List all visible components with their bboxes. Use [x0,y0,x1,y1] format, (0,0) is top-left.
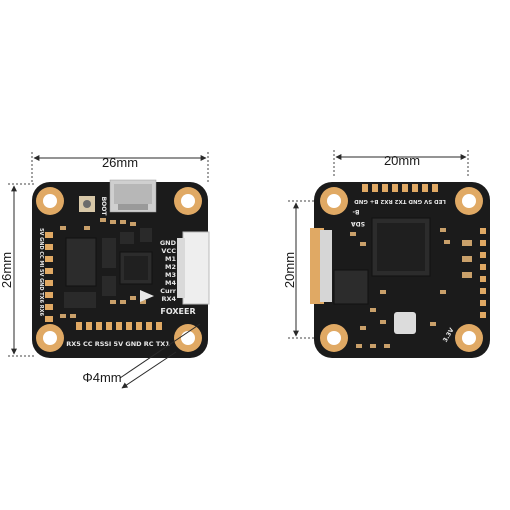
right-width-dimension: 20mm [333,150,469,178]
left-height-label: 26mm [0,252,14,288]
left-pin-connector [177,231,210,305]
brand-label: FOXEER [160,307,195,316]
right-height-dimension: 20mm [282,200,318,339]
left-width-label: 26mm [102,155,138,170]
boot-label: BOOT [100,197,107,217]
right-width-label: 20mm [384,153,420,168]
hole-diameter-label: Φ4mm [82,370,121,385]
left-mounting-holes [36,187,202,352]
pin-label-m4: M4 [165,279,176,287]
pin-label-m2: M2 [165,263,176,271]
left-passive-components [60,218,146,318]
left-side-label: 5V GND CC MI 5V GND TX6 RX6 [38,228,44,316]
left-pin-labels: GND VCC M1 M2 M3 M4 Curr RX4 [160,239,177,303]
pin-label-rx4: RX4 [161,295,176,303]
right-passive-components [350,228,450,348]
left-width-dimension: 26mm [31,152,209,182]
right-main-mcu [371,217,431,277]
right-mounting-holes [320,187,483,352]
right-flight-controller: 20mm 20mm LED 5V GND T [282,150,490,358]
left-bottom-label: RX5 CC RSSI 5V GND RC TX1 [66,340,170,348]
pin-label-gnd: GND [160,239,177,247]
usb-connector [109,179,157,213]
left-bottom-pads [76,322,162,330]
right-white-component [394,312,416,334]
right-height-label: 20mm [282,252,297,288]
left-side-pads [45,232,53,322]
right-top-label: LED 5V GND TX2 RX2 B+ GND [354,198,446,204]
pin-label-m1: M1 [165,255,176,263]
b-minus-label: B- [352,208,360,215]
right-side-connector [310,228,332,304]
hole-diameter-callout: Φ4mm [82,323,201,389]
right-secondary-chip [333,269,369,305]
right-side-pads [462,228,486,318]
pin-label-m3: M3 [165,271,176,279]
sda-label: SDA [351,220,365,227]
pin-label-curr: Curr [160,287,177,295]
right-top-pads [362,184,438,192]
orientation-arrow-icon [140,290,154,302]
boot-button: BOOT [79,196,107,216]
left-flight-controller: 26mm 26mm BOOT [0,152,210,389]
left-chips [64,228,153,308]
pin-label-vcc: VCC [161,247,176,255]
left-height-dimension: 26mm [0,183,36,357]
